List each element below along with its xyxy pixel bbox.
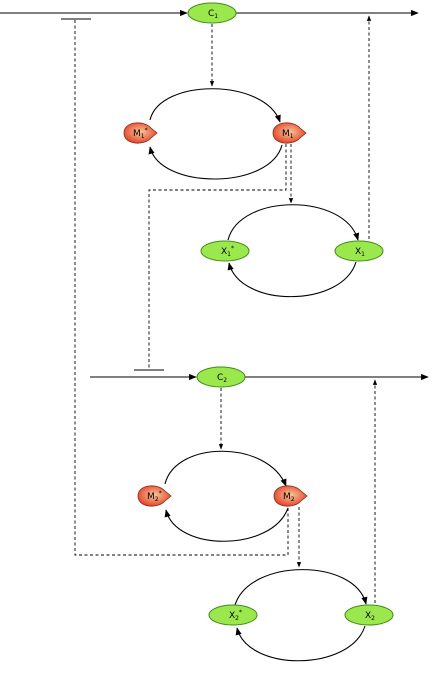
label-subscript: 2 — [235, 615, 239, 622]
node-c2: C2 — [196, 366, 246, 388]
node-label: X2* — [229, 609, 242, 622]
node-c1: C1 — [187, 2, 237, 24]
label-superscript: * — [239, 609, 242, 616]
node-label: M1* — [133, 127, 148, 140]
node-shape — [334, 240, 384, 262]
node-label: C2 — [217, 373, 227, 384]
node-m2: M2 — [273, 485, 308, 507]
label-base: X — [365, 611, 371, 621]
edge-m1-inhibits-signal-2 — [148, 144, 287, 370]
node-shape — [196, 366, 246, 388]
label-base: M — [283, 492, 291, 502]
label-subscript: 1 — [227, 251, 231, 258]
label-base: X — [355, 247, 361, 257]
node-m1: M1 — [272, 122, 307, 144]
node-shape — [200, 240, 250, 262]
edge-m2-inhibits-signal-1 — [74, 19, 289, 556]
label-superscript: * — [159, 490, 162, 497]
label-subscript: 2 — [155, 496, 159, 503]
node-shape — [137, 485, 172, 507]
node-label: M2 — [283, 492, 295, 503]
label-subscript: 1 — [361, 251, 365, 258]
label-base: X — [229, 611, 235, 621]
node-label: X1 — [355, 247, 365, 258]
node-shape — [273, 485, 308, 507]
label-base: C — [208, 9, 214, 19]
label-subscript: 1 — [290, 133, 294, 140]
node-shape — [187, 2, 237, 24]
cycle-x2-bottom-arc — [235, 625, 366, 662]
node-shape — [344, 604, 394, 626]
cycle-m1-top-arc — [149, 88, 281, 123]
node-label: C1 — [208, 9, 218, 20]
label-subscript: 2 — [291, 496, 295, 503]
label-base: M — [133, 129, 141, 139]
node-x2: X2 — [344, 604, 394, 626]
label-subscript: 2 — [371, 615, 375, 622]
cycle-x2-top-arc — [234, 569, 368, 606]
node-x1-star: X1* — [200, 240, 250, 262]
node-label: M1 — [282, 129, 294, 140]
label-base: C — [217, 373, 223, 383]
cycle-m1-bottom-arc — [148, 144, 283, 180]
node-shape — [123, 122, 158, 144]
cycle-m2-bottom-arc — [164, 507, 289, 542]
label-superscript: * — [145, 127, 148, 134]
label-base: M — [282, 129, 290, 139]
node-shape — [272, 122, 307, 144]
label-base: M — [147, 492, 155, 502]
label-subscript: 1 — [141, 133, 145, 140]
node-m1-star: M1* — [123, 122, 158, 144]
label-base: X — [221, 247, 227, 257]
cycle-x1-bottom-arc — [227, 261, 357, 298]
node-label: M2* — [147, 490, 162, 503]
node-shape — [208, 604, 258, 626]
cycle-m2-top-arc — [164, 450, 287, 487]
label-subscript: 1 — [214, 13, 218, 20]
node-x1: X1 — [334, 240, 384, 262]
node-m2-star: M2* — [137, 485, 172, 507]
label-superscript: * — [231, 245, 234, 252]
node-label: X2 — [365, 611, 375, 622]
label-subscript: 2 — [223, 377, 227, 384]
node-x2-star: X2* — [208, 604, 258, 626]
cycle-x1-top-arc — [227, 204, 360, 241]
node-label: X1* — [221, 245, 234, 258]
